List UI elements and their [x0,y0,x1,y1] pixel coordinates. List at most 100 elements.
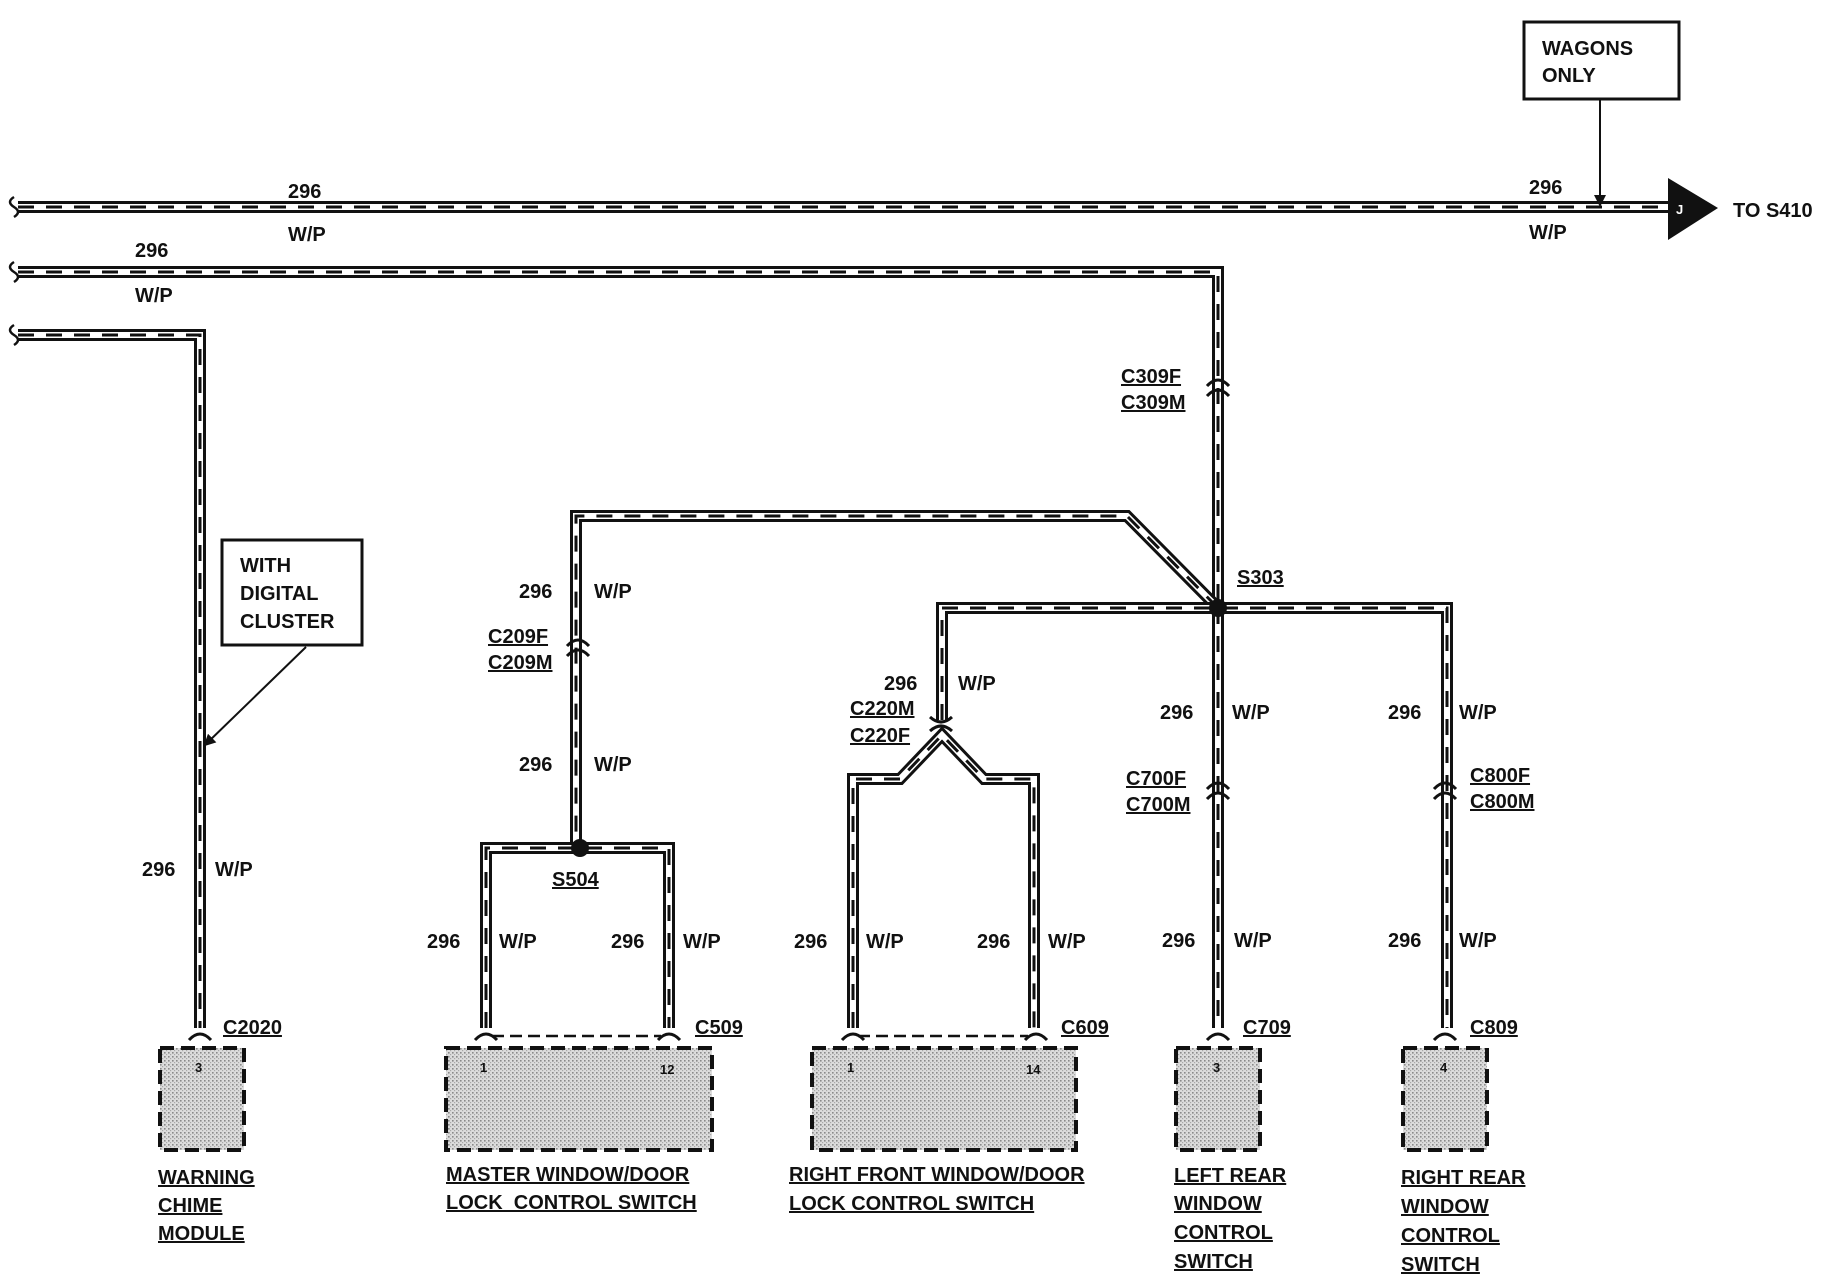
component-right-rear-window-switch [1401,1046,1489,1152]
component-name-line: LOCK CONTROL SWITCH [789,1193,1034,1215]
wire-color-label: W/P [1232,702,1270,724]
pin-terminals [187,1032,1458,1042]
component-name-line: WARNING [158,1167,255,1189]
digital-cluster-note-line: WITH [240,555,291,577]
wire-color-label: W/P [1459,702,1497,724]
component-name-line: LEFT REAR [1174,1165,1287,1187]
wire-circuit-label: 296 [1388,702,1421,724]
wire-circuit-label: 296 [611,931,644,953]
splice-s504-label: S504 [552,869,600,891]
wire-color-label: W/P [1048,931,1086,953]
wire-break-symbol [8,260,20,284]
wagons-only-box [1522,20,1681,101]
digital-cluster-note-line: CLUSTER [240,611,335,633]
pin-terminal [473,1032,499,1042]
wagons-only-note-line: ONLY [1542,65,1596,87]
component-master-window-switch [444,1046,714,1152]
wire-circuit-label: 296 [884,673,917,695]
component-name-line: WINDOW [1401,1196,1489,1218]
component-name-line: SWITCH [1174,1251,1253,1273]
wire-circuit-label: 296 [519,754,552,776]
to-s410-connector-arrow [1668,178,1718,240]
connector-c509-label: C509 [695,1017,743,1039]
pin-terminal [840,1032,866,1042]
connector-c800m-label: C800M [1470,791,1534,813]
wire-color-label: W/P [499,931,537,953]
wire-circuit-label: 296 [427,931,460,953]
pin-number: 1 [480,1060,487,1075]
to-s410-label: TO S410 [1733,200,1813,222]
digital-cluster-note-line: DIGITAL [240,583,319,605]
pin-terminal [656,1032,682,1042]
wire-circuit-label: 296 [288,181,321,203]
pin-terminal [1023,1032,1049,1042]
component-name-line: RIGHT FRONT WINDOW/DOOR [789,1164,1085,1186]
pin-number: 4 [1440,1060,1448,1075]
connector-c809-label: C809 [1470,1017,1518,1039]
wire-color-label: W/P [1459,930,1497,952]
wire-break-symbol [8,195,20,219]
component-name-line: WINDOW [1174,1193,1262,1215]
wagons-only-note-line: WAGONS [1542,38,1633,60]
pin-number: 14 [1026,1062,1041,1077]
wire-color-label: W/P [1234,930,1272,952]
component-name-line: LOCK CONTROL SWITCH [446,1192,697,1214]
wire-color-label: W/P [866,931,904,953]
component-name-line: MASTER WINDOW/DOOR [446,1164,690,1186]
wire-circuit-label: 296 [794,931,827,953]
wire-circuit-label: 296 [142,859,175,881]
c700-connector-symbol [1205,781,1231,801]
wire-circuit-label: 296 [1388,930,1421,952]
digital-cluster-pointer-arrow [203,646,307,747]
c220-connector-symbol [928,715,954,733]
wire-color-label: W/P [135,285,173,307]
pin-number: 3 [1213,1060,1220,1075]
wire-color-label: W/P [594,754,632,776]
pin-terminal [1432,1032,1458,1042]
digital-cluster-box [220,538,364,647]
wire-run-s303-branch [936,602,1453,1028]
connector-j-symbol-label: J [1676,202,1683,217]
component-name-line: SWITCH [1401,1254,1480,1276]
connector-c309f-label: C309F [1121,366,1181,388]
wire-color-label: W/P [683,931,721,953]
wire-run-second [18,266,1224,608]
component-name-line: CHIME [158,1195,222,1217]
component-name-line: MODULE [158,1223,245,1245]
component-name-line: RIGHT REAR [1401,1167,1526,1189]
connector-c700m-label: C700M [1126,794,1190,816]
connector-c609-label: C609 [1061,1017,1109,1039]
wire-color-label: W/P [288,224,326,246]
wire-run-third [18,329,206,1028]
connector-c700f-label: C700F [1126,768,1186,790]
pin-terminal [187,1032,213,1042]
pin-number: 1 [847,1060,854,1075]
wire-circuit-label: 296 [1162,930,1195,952]
diagram-graphics [8,20,1718,1152]
wire-color-label: W/P [958,673,996,695]
splice-s303-dot [1209,599,1227,617]
component-name-line: CONTROL [1174,1222,1273,1244]
connector-c209m-label: C209M [488,652,552,674]
connector-c2020-label: C2020 [223,1017,282,1039]
component-name-line: CONTROL [1401,1225,1500,1247]
pin-terminal [1205,1032,1231,1042]
splice-s303-label: S303 [1237,567,1284,589]
splice-s504-dot [571,839,589,857]
wire-circuit-label: 296 [977,931,1010,953]
wire-circuit-label: 296 [1529,177,1562,199]
pin-number: 3 [195,1060,202,1075]
c309-connector-symbol [1205,378,1231,398]
connector-c800f-label: C800F [1470,765,1530,787]
connector-c209f-label: C209F [488,626,548,648]
component-right-front-window-switch [810,1046,1078,1152]
wire-color-label: W/P [594,581,632,603]
connector-c220f-label: C220F [850,725,910,747]
wire-circuit-label: 296 [1160,702,1193,724]
connector-c220m-label: C220M [850,698,914,720]
connector-c709-label: C709 [1243,1017,1291,1039]
wire-run-c220-split [847,726,1040,1028]
wire-run-s303-diagonal [570,510,1223,848]
